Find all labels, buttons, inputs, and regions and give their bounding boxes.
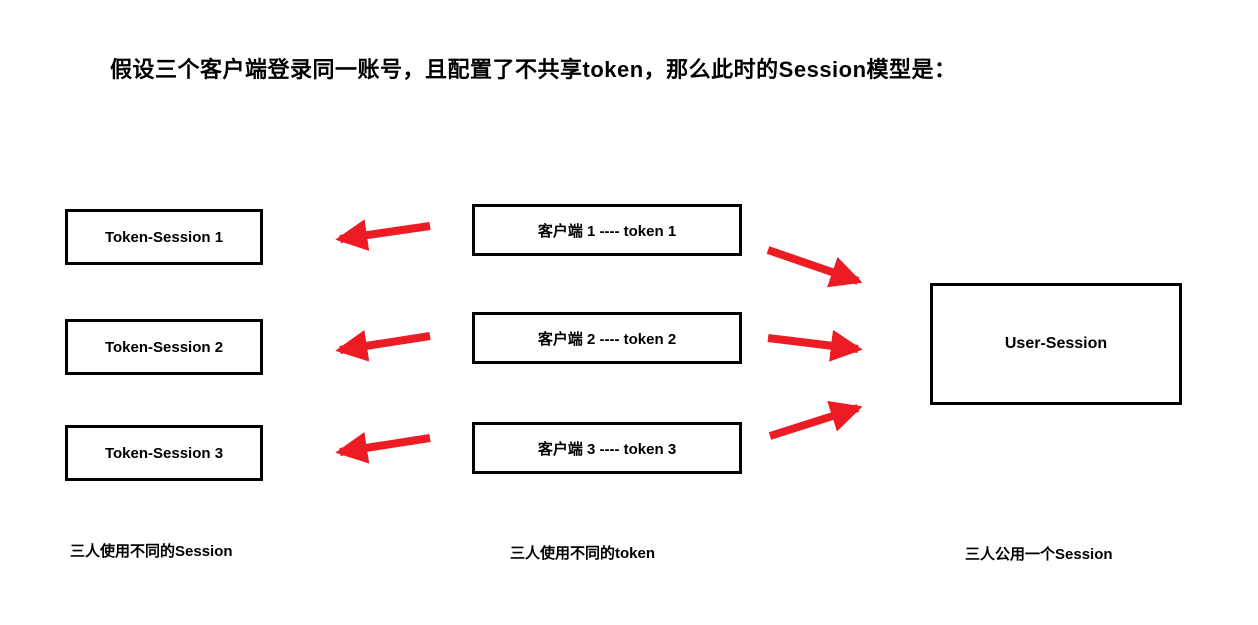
client-1-box: 客户端 1 ---- token 1 <box>472 204 742 256</box>
caption-shared-session: 三人公用一个Session <box>965 546 1113 563</box>
client-2-box: 客户端 2 ---- token 2 <box>472 312 742 364</box>
token-session-2-box: Token-Session 2 <box>65 319 263 375</box>
token-session-1-box: Token-Session 1 <box>65 209 263 265</box>
arrow-client2-to-token-session2 <box>335 330 431 362</box>
diagram-title: 假设三个客户端登录同一账号，且配置了不共享token，那么此时的Session模… <box>110 57 957 82</box>
user-session-box: User-Session <box>930 283 1182 405</box>
arrow-client3-to-token-session3 <box>335 432 431 464</box>
arrow-client1-to-token-session1 <box>335 219 431 251</box>
client-3-box: 客户端 3 ---- token 3 <box>472 422 742 474</box>
arrow-client3-to-user-session <box>768 401 863 440</box>
caption-different-sessions: 三人使用不同的Session <box>70 543 233 560</box>
arrow-client1-to-user-session <box>766 246 863 288</box>
arrow-client2-to-user-session <box>767 329 863 362</box>
token-session-3-box: Token-Session 3 <box>65 425 263 481</box>
caption-different-tokens: 三人使用不同的token <box>510 545 656 562</box>
